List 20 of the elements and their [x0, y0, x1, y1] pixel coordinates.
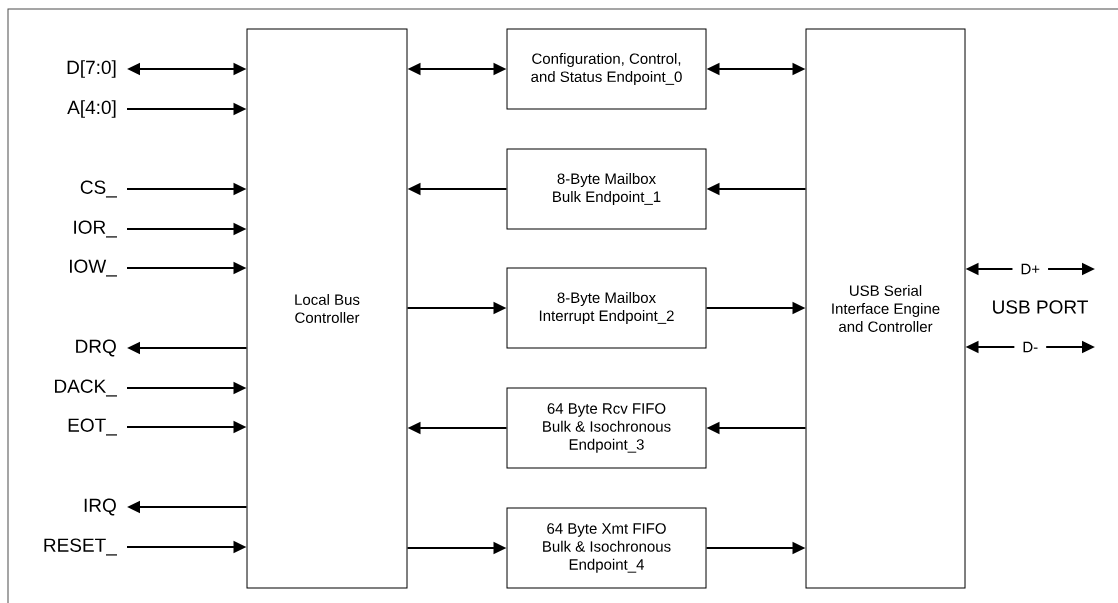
signal-label: CS_: [80, 180, 117, 198]
block-box: 8-Byte Mailbox Bulk Endpoint_1: [506, 148, 707, 230]
signal-label: EOT_: [68, 418, 117, 436]
block-box: 8-Byte Mailbox Interrupt Endpoint_2: [506, 267, 707, 349]
signal-label: DRQ: [76, 339, 116, 357]
block-box: USB Serial Interface Engine and Controller: [805, 28, 966, 589]
signal-label: IOR_: [74, 220, 117, 238]
signal-label: IOW_: [70, 259, 117, 277]
signal-label: A[4:0]: [67, 100, 116, 118]
block-box: 64 Byte Rcv FIFO Bulk & Isochronous Endpoint_3: [506, 387, 707, 469]
edge-label: D+: [1012, 261, 1049, 277]
block-box: 64 Byte Xmt FIFO Bulk & Isochronous Endpoint_4: [506, 507, 707, 589]
edge-label: D-: [1014, 339, 1047, 355]
signal-label: D[7:0]: [67, 60, 116, 78]
port-label: USB PORT: [993, 300, 1088, 314]
signal-label: IRQ: [84, 498, 116, 516]
block-box: Local Bus Controller: [246, 28, 408, 589]
signal-label: DACK_: [55, 379, 117, 397]
signal-label: RESET_: [44, 538, 117, 556]
block-box: Configuration, Control, and Status Endpoint_0: [506, 28, 707, 110]
